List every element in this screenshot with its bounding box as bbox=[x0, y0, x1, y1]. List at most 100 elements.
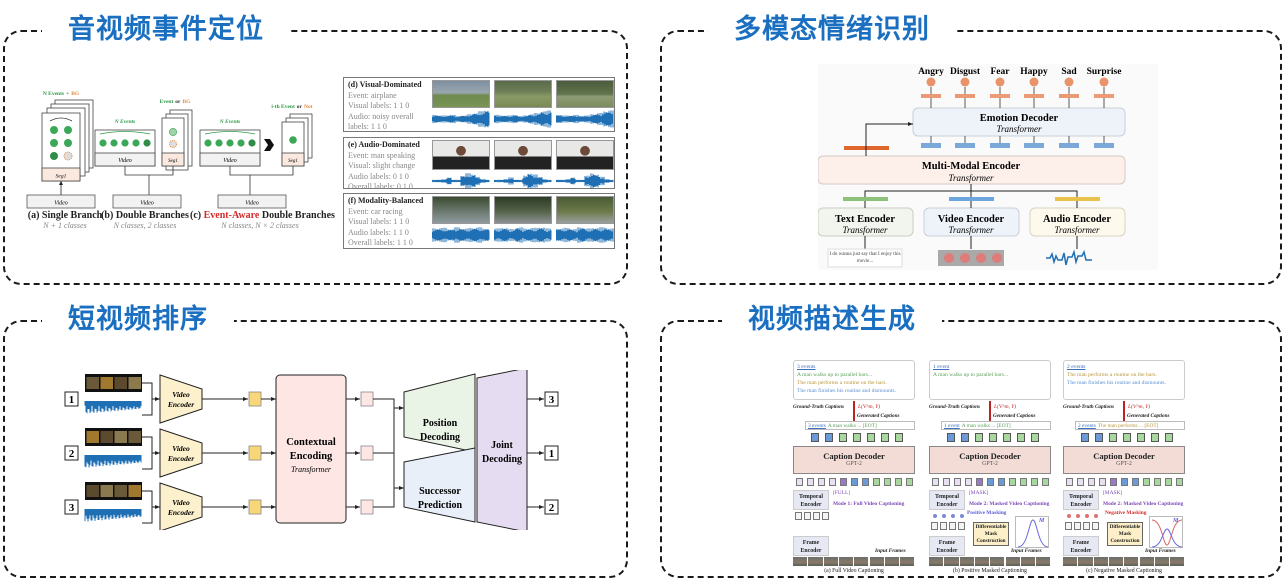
svg-text:N Events: N Events bbox=[114, 119, 136, 125]
subfigure-caption: (a) Full Video Captioning bbox=[824, 568, 884, 574]
audio-waveform bbox=[556, 110, 614, 128]
input-frame bbox=[823, 557, 838, 566]
case-line: Overall labels: 0 1 0 bbox=[348, 182, 413, 191]
emotion-output-node bbox=[1099, 77, 1109, 87]
emotion-label: Happy bbox=[1020, 67, 1048, 77]
svg-text:Seg1: Seg1 bbox=[56, 174, 67, 180]
mask-weight-dot bbox=[1076, 514, 1080, 518]
input-token bbox=[1099, 478, 1106, 486]
audio-waveform bbox=[556, 227, 614, 243]
audio-waveform bbox=[432, 173, 490, 189]
mask-weight-dot bbox=[951, 514, 955, 518]
input-frame bbox=[1108, 557, 1124, 566]
output-token bbox=[1123, 433, 1131, 442]
joint-label-1: Joint bbox=[491, 440, 513, 451]
frame-encoder-label: Encoder bbox=[1070, 548, 1092, 554]
input-token bbox=[987, 478, 994, 486]
emotion-label: Fear bbox=[991, 67, 1011, 77]
input-frames-label: Input Frames bbox=[875, 548, 906, 554]
audio-waveform bbox=[556, 173, 614, 189]
position-label-1: Position bbox=[423, 418, 458, 429]
temporal-encoder-label: Encoder bbox=[1070, 502, 1092, 508]
video-encoder-block bbox=[159, 428, 203, 478]
frame-feature-token bbox=[795, 512, 802, 520]
input-frame bbox=[1005, 557, 1020, 566]
mask-construction-label: Construction bbox=[1110, 538, 1140, 544]
output-token bbox=[961, 433, 969, 442]
frame-encoder-label: Frame bbox=[802, 540, 820, 546]
mask-weight-dot bbox=[960, 514, 964, 518]
emotion-output-node bbox=[995, 77, 1005, 87]
mask-label: M bbox=[1039, 518, 1045, 524]
double-branch-caption: (b) Double Branches bbox=[101, 210, 189, 221]
input-token bbox=[818, 478, 825, 486]
video-feature-token bbox=[248, 445, 262, 461]
loss-label: L(V^m, Y) bbox=[1128, 404, 1151, 410]
panel-title-emotion: 多模态情绪识别 bbox=[708, 10, 956, 50]
emotion-decoder-label: Emotion Decoder bbox=[980, 113, 1059, 124]
input-token bbox=[851, 478, 858, 486]
svg-text:Video: Video bbox=[245, 201, 259, 207]
input-token bbox=[1088, 478, 1095, 486]
video-frames-thumbnail bbox=[938, 250, 1004, 266]
input-frame bbox=[1093, 557, 1108, 566]
double-branch-classes: N classes, 2 classes bbox=[113, 221, 177, 230]
output-token bbox=[1003, 433, 1011, 442]
panel-video-captioning bbox=[660, 320, 1282, 578]
input-frame bbox=[854, 557, 869, 566]
input-frame bbox=[944, 557, 959, 566]
generated-text: A man walks ... [EOT] bbox=[827, 423, 877, 429]
input-frame bbox=[974, 557, 990, 566]
generated-event-count: 2 events bbox=[1078, 423, 1096, 429]
frame-feature-token bbox=[1083, 522, 1090, 530]
input-frame bbox=[1063, 557, 1078, 566]
video-encoder-label: Video bbox=[172, 390, 190, 399]
generated-text: The man performs ... [EOT] bbox=[1097, 423, 1159, 429]
video-frame-thumbnail bbox=[556, 140, 614, 170]
case-line: Event: car racing bbox=[348, 206, 403, 216]
input-token bbox=[1020, 478, 1027, 486]
text-encoder-sub: Transformer bbox=[842, 225, 888, 235]
input-token bbox=[873, 478, 880, 486]
mask-construction-label: Mask bbox=[984, 531, 998, 537]
output-index-box bbox=[544, 499, 559, 515]
successor-label-1: Successor bbox=[419, 486, 461, 497]
emotion-output-node bbox=[926, 77, 936, 87]
emotion-label: Surprise bbox=[1087, 67, 1122, 77]
temporal-encoder-label: Temporal bbox=[1069, 494, 1093, 500]
video-frame-thumbnail bbox=[494, 140, 552, 170]
temporal-encoder-label: Temporal bbox=[799, 494, 823, 500]
output-token bbox=[867, 433, 875, 442]
input-frame bbox=[1078, 557, 1093, 566]
loss-label: L(V^m, Y) bbox=[858, 404, 881, 410]
video-encoder-sub: Transformer bbox=[948, 225, 994, 235]
generated-captions-label: Generated Captions bbox=[993, 413, 1036, 419]
emotion-output-node bbox=[1064, 77, 1074, 87]
audio-encoder-label: Audio Encoder bbox=[1043, 214, 1111, 225]
input-token bbox=[1077, 478, 1084, 486]
generated-captions-label: Generated Captions bbox=[857, 413, 900, 419]
frame-encoder-label: Frame bbox=[938, 540, 956, 546]
subfigure-caption: (c) Negative Masked Captioning bbox=[1086, 568, 1162, 574]
frame-feature-token bbox=[1074, 522, 1081, 530]
temporal-encoder-label: Encoder bbox=[936, 502, 958, 508]
caption-decoder-label: Caption Decoder bbox=[1093, 451, 1155, 461]
mask-curve-plot bbox=[1149, 516, 1183, 548]
event-count: 3 events bbox=[797, 364, 816, 370]
film-strip bbox=[85, 374, 142, 392]
output-token bbox=[1031, 433, 1039, 442]
panel-multimodal-emotion bbox=[660, 30, 1282, 285]
panel-video-sorting bbox=[3, 320, 628, 578]
ground-truth-label: Ground-Truth Captions bbox=[929, 404, 980, 410]
temporal-encoder-label: Temporal bbox=[935, 494, 959, 500]
input-frame bbox=[1154, 557, 1170, 566]
joint-label-2: Decoding bbox=[482, 454, 522, 465]
output-token bbox=[947, 433, 955, 442]
mask-weight-dot bbox=[1094, 514, 1098, 518]
